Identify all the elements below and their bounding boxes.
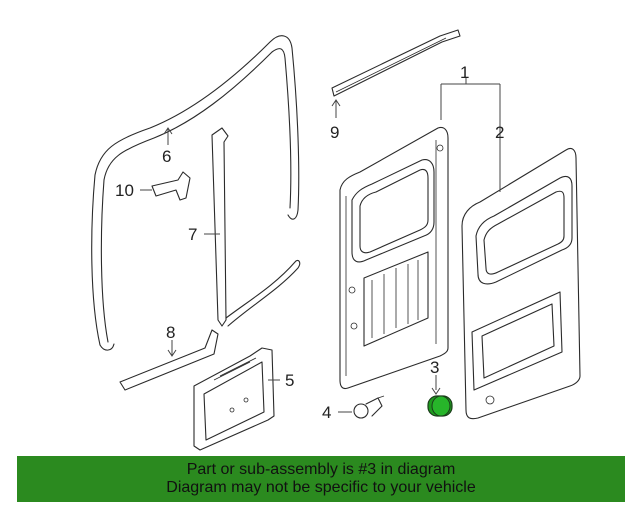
banner-line-1: Part or sub-assembly is #3 in diagram xyxy=(186,461,456,478)
notice-banner: Part or sub-assembly is #3 in diagram Di… xyxy=(17,456,625,502)
callout-9: 9 xyxy=(330,123,339,142)
part-8-sill-strip[interactable] xyxy=(119,329,219,391)
callout-1: 1 xyxy=(460,63,469,82)
part-4-fastener[interactable] xyxy=(353,395,385,419)
callout-6: 6 xyxy=(162,147,171,166)
part-10-bracket[interactable] xyxy=(151,171,191,201)
banner-line-2: Diagram may not be specific to your vehi… xyxy=(166,479,476,496)
part-6-weatherstrip[interactable] xyxy=(91,35,300,351)
callout-4: 4 xyxy=(322,403,331,422)
callout-8: 8 xyxy=(166,323,175,342)
callout-2: 2 xyxy=(495,123,504,142)
callout-5: 5 xyxy=(285,371,294,390)
leader-lines xyxy=(140,78,501,413)
part-9-trim-strip[interactable] xyxy=(331,29,461,97)
part-1-door-shell[interactable] xyxy=(339,126,449,390)
part-3-plug-highlighted[interactable] xyxy=(427,395,453,417)
part-7-seal[interactable] xyxy=(211,127,301,327)
callout-10: 10 xyxy=(115,181,134,200)
callout-7: 7 xyxy=(188,225,197,244)
parts-diagram: 1 2 3 4 5 6 7 8 9 10 xyxy=(91,29,581,451)
part-5-trim-panel[interactable] xyxy=(193,347,275,451)
part-2-outer-panel[interactable] xyxy=(461,147,581,420)
callout-3: 3 xyxy=(430,358,439,377)
